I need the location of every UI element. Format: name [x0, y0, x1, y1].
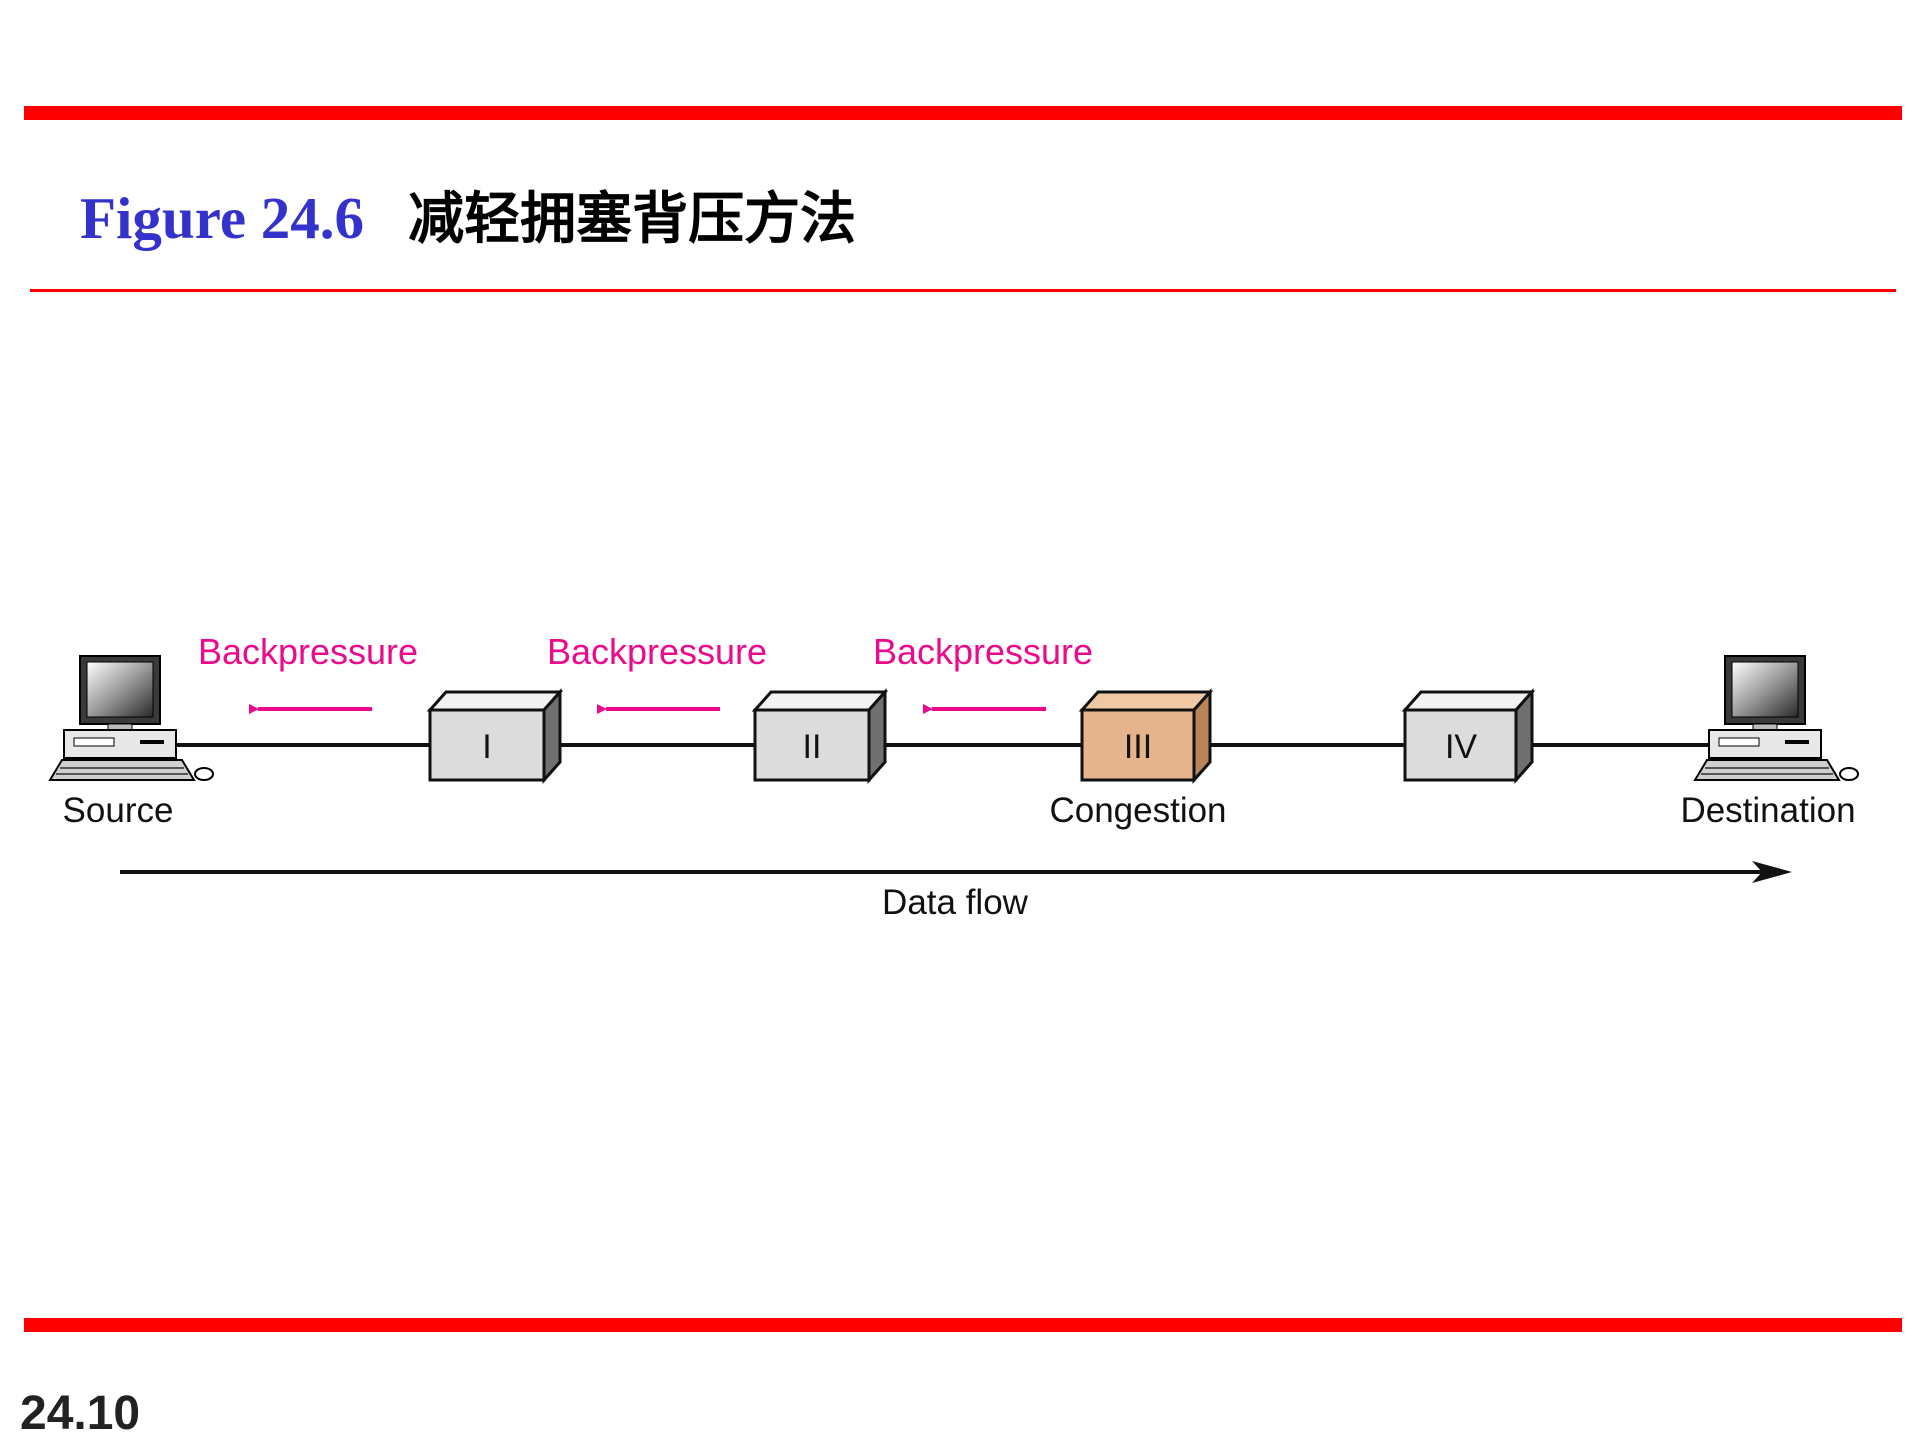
router-1-label: I [482, 728, 491, 766]
source-computer-icon [48, 655, 214, 781]
router-3-label: III [1124, 728, 1152, 766]
router-3-box-congested [1078, 688, 1214, 784]
router-4-box [1401, 688, 1536, 784]
source-label: Source [63, 791, 174, 830]
figure-caption: 减轻拥塞背压方法 [408, 187, 857, 252]
router-1-box [426, 688, 564, 784]
data-flow-label: Data flow [882, 883, 1029, 922]
congestion-label: Congestion [1049, 791, 1226, 830]
backpressure-label-3: Backpressure [873, 631, 1093, 672]
slide-title: Figure 24.6 减轻拥塞背压方法 [80, 174, 856, 255]
backpressure-label-1: Backpressure [198, 631, 418, 672]
destination-label: Destination [1680, 791, 1855, 830]
router-2-label: II [803, 728, 822, 766]
backpressure-label-2: Backpressure [547, 631, 767, 672]
router-2-box [751, 688, 889, 784]
title-divider [30, 289, 1896, 292]
bottom-divider [24, 1318, 1902, 1332]
data-flow-arrowhead [1752, 861, 1792, 883]
page-number: 24.10 [20, 1387, 141, 1440]
destination-computer-icon [1693, 655, 1859, 781]
figure-label: Figure 24.6 [80, 185, 365, 251]
top-divider [24, 106, 1902, 120]
router-4-label: IV [1445, 728, 1477, 766]
